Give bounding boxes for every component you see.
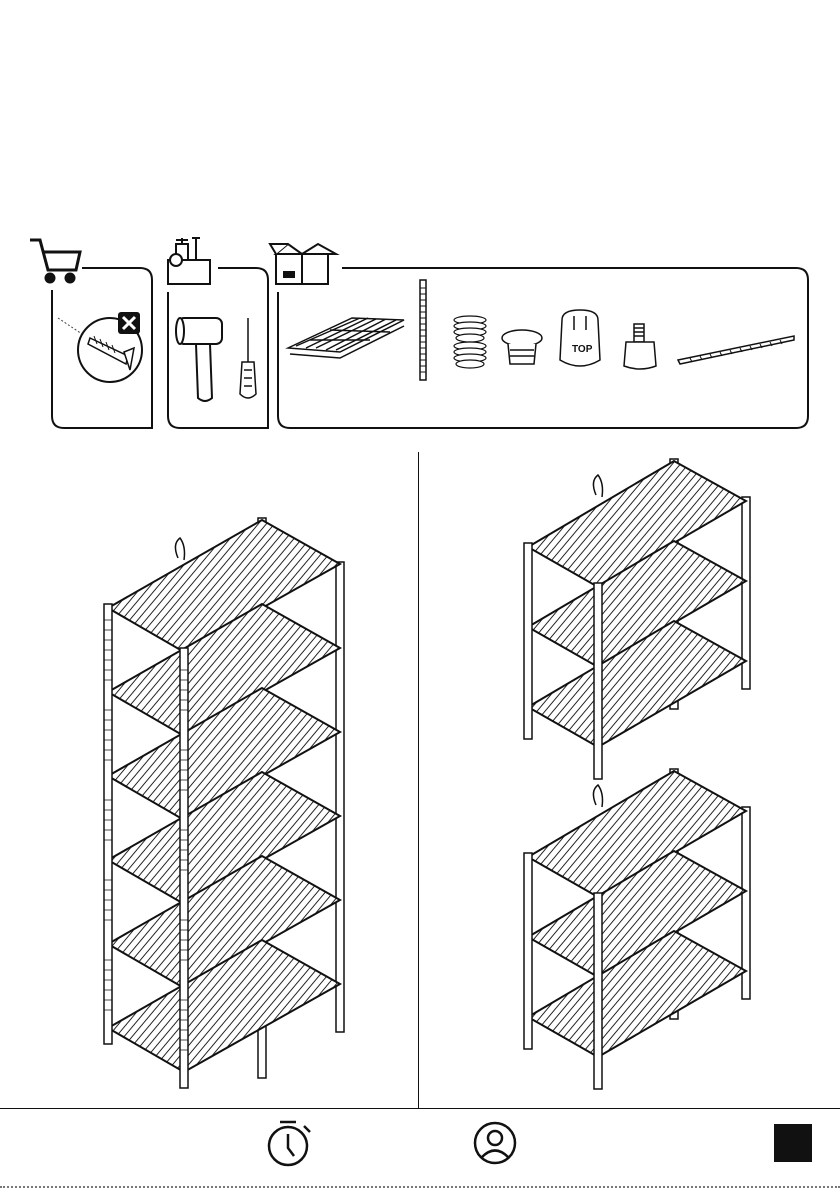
screwdriver-icon xyxy=(240,318,256,398)
mallet-icon xyxy=(176,318,222,401)
toolbox-icon xyxy=(168,238,210,284)
page-block-icon xyxy=(774,1124,812,1162)
box-contents-panel xyxy=(278,268,808,428)
tools-required-panel xyxy=(168,268,268,428)
sleeve-clip-icon xyxy=(454,316,486,368)
shopping-cart-icon xyxy=(30,240,80,282)
footer-divider xyxy=(0,1108,840,1109)
leveling-foot-icon xyxy=(624,324,656,369)
foot-cap-icon xyxy=(502,330,542,364)
zip-tie-icon xyxy=(678,336,794,364)
top-connector-icon: TOP xyxy=(560,310,600,366)
person-icon xyxy=(472,1120,518,1166)
pole-icon xyxy=(420,280,426,380)
page-bottom-edge xyxy=(0,1186,840,1188)
short-rack-b-illustration xyxy=(516,765,756,1090)
tall-rack-illustration xyxy=(90,510,360,1100)
open-box-icon xyxy=(270,244,336,284)
no-screws-icon xyxy=(58,312,142,382)
column-divider xyxy=(418,452,419,1108)
parts-and-tools-panel: TOP xyxy=(0,230,840,440)
timer-icon xyxy=(262,1118,314,1170)
wire-shelf-icon xyxy=(288,318,404,358)
hook-icon xyxy=(175,538,184,560)
short-rack-a-illustration xyxy=(516,455,756,780)
connector-top-label: TOP xyxy=(572,344,593,355)
